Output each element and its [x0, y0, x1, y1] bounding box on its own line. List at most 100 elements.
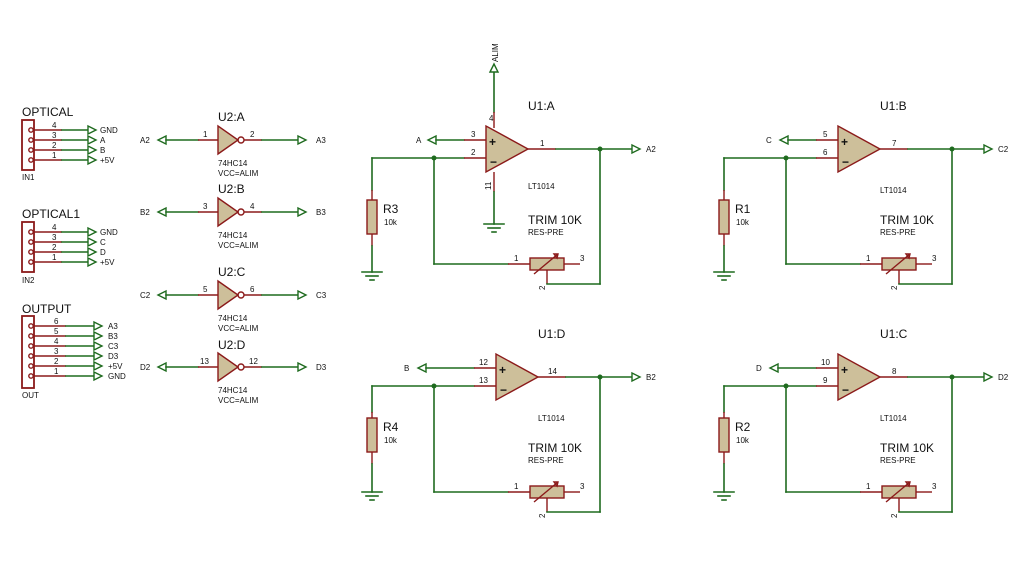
pin-number: 3	[932, 482, 937, 491]
trim-label: TRIM 10K	[880, 441, 934, 455]
pin-number: 3	[471, 130, 476, 139]
pin-number: 2	[250, 130, 255, 139]
trim-type: RES-PRE	[528, 228, 564, 237]
inverter-part: 74HC14	[218, 386, 248, 395]
net-label: C	[100, 238, 106, 247]
opamp-part: LT1014	[538, 414, 565, 423]
connector-pin: 5 B3	[28, 327, 118, 342]
net-label: A	[416, 136, 422, 145]
pin-number: 1	[514, 482, 519, 491]
net-label: +5V	[108, 362, 123, 371]
connector-pin: 2 B	[28, 141, 105, 156]
net-label: ALIM	[491, 43, 500, 62]
net-label: C	[766, 136, 772, 145]
pin-number: 4	[489, 114, 494, 123]
trim-type: RES-PRE	[880, 228, 916, 237]
net-label: A3	[108, 322, 118, 331]
inverter-u2d: U2:D D2 13 12 D3 74HC14 VCC=ALIM	[140, 338, 327, 405]
net-label: C3	[316, 291, 327, 300]
plus-symbol: +	[489, 135, 496, 149]
net-label: A	[100, 136, 106, 145]
net-label: B3	[108, 332, 118, 341]
minus-symbol: −	[842, 383, 849, 397]
net-label: B2	[646, 373, 656, 382]
pin-number: 7	[892, 139, 897, 148]
connector-pin: 2 D	[28, 243, 106, 258]
inverter-ref: U2:C	[218, 265, 246, 279]
pin-number: 2	[890, 513, 899, 518]
pin-number: 1	[52, 253, 57, 262]
opamp-ref: U1:A	[528, 99, 555, 113]
pin-number: 3	[580, 482, 585, 491]
connector-pin: 3 C	[28, 233, 106, 248]
pin-number: 3	[932, 254, 937, 263]
opamp-ref: U1:D	[538, 327, 566, 341]
pin-number: 6	[823, 148, 828, 157]
net-label: GND	[100, 126, 118, 135]
pin-number: 9	[823, 376, 828, 385]
pin-number: 8	[892, 367, 897, 376]
plus-symbol: +	[841, 135, 848, 149]
opamp-part: LT1014	[880, 414, 907, 423]
pin-number: 2	[52, 141, 57, 150]
inverter-u2a: U2:A A2 1 2 A3 74HC14 VCC=ALIM	[140, 110, 326, 178]
resistor-value: 10k	[736, 436, 750, 445]
pin-number: 4	[250, 202, 255, 211]
pin-number: 2	[538, 513, 547, 518]
net-label: A3	[316, 136, 326, 145]
net-label: B3	[316, 208, 326, 217]
pin-number: 1	[540, 139, 545, 148]
inverter-part: 74HC14	[218, 231, 248, 240]
trim-type: RES-PRE	[528, 456, 564, 465]
pin-number: 3	[52, 131, 57, 140]
connector-in2: OPTICAL1 IN2 4 GND 3 C 2 D 1 +5V	[21, 207, 118, 285]
plus-symbol: +	[499, 363, 506, 377]
trim-type: RES-PRE	[880, 456, 916, 465]
pin-number: 13	[479, 376, 488, 385]
resistor-value: 10k	[384, 218, 398, 227]
inverter-ref: U2:D	[218, 338, 246, 352]
inverter-u2b: U2:B B2 3 4 B3 74HC14 VCC=ALIM	[140, 182, 326, 250]
inverter-ref: U2:A	[218, 110, 245, 124]
pin-number: 14	[548, 367, 557, 376]
net-label: D3	[108, 352, 119, 361]
net-label: D	[100, 248, 106, 257]
pin-number: 2	[54, 357, 59, 366]
opamp-ref: U1:C	[880, 327, 908, 341]
inverter-power: VCC=ALIM	[218, 396, 259, 405]
inverter-ref: U2:B	[218, 182, 245, 196]
pin-number: 6	[54, 317, 59, 326]
pin-number: 12	[249, 357, 258, 366]
resistor-value: 10k	[384, 436, 398, 445]
net-label: +5V	[100, 156, 115, 165]
connector-pin: 4 GND	[28, 223, 118, 238]
pin-number: 10	[821, 358, 830, 367]
connector-pin: 6 A3	[28, 317, 118, 332]
trim-label: TRIM 10K	[528, 441, 582, 455]
opamp-part: LT1014	[880, 186, 907, 195]
net-label: A2	[140, 136, 150, 145]
minus-symbol: −	[490, 155, 497, 169]
connector-pin: 2 +5V	[28, 357, 123, 372]
pin-number: 1	[866, 254, 871, 263]
net-label: GND	[108, 372, 126, 381]
inverter-part: 74HC14	[218, 314, 248, 323]
pin-number: 3	[580, 254, 585, 263]
net-label: B	[404, 364, 409, 373]
connector-pin: 4 C3	[28, 337, 119, 352]
connector-pin: 1 GND	[28, 367, 126, 382]
connector-pin: 4 GND	[28, 121, 118, 136]
minus-symbol: −	[842, 155, 849, 169]
pin-number: 3	[54, 347, 59, 356]
connector-title: OUTPUT	[22, 302, 72, 316]
pin-number: 5	[823, 130, 828, 139]
pin-number: 6	[250, 285, 255, 294]
connector-ref: OUT	[22, 391, 39, 400]
trim-label: TRIM 10K	[880, 213, 934, 227]
pin-number: 1	[203, 130, 208, 139]
net-label: C3	[108, 342, 119, 351]
net-label: B	[100, 146, 105, 155]
net-label: C2	[998, 145, 1009, 154]
opamp-ref: U1:B	[880, 99, 907, 113]
